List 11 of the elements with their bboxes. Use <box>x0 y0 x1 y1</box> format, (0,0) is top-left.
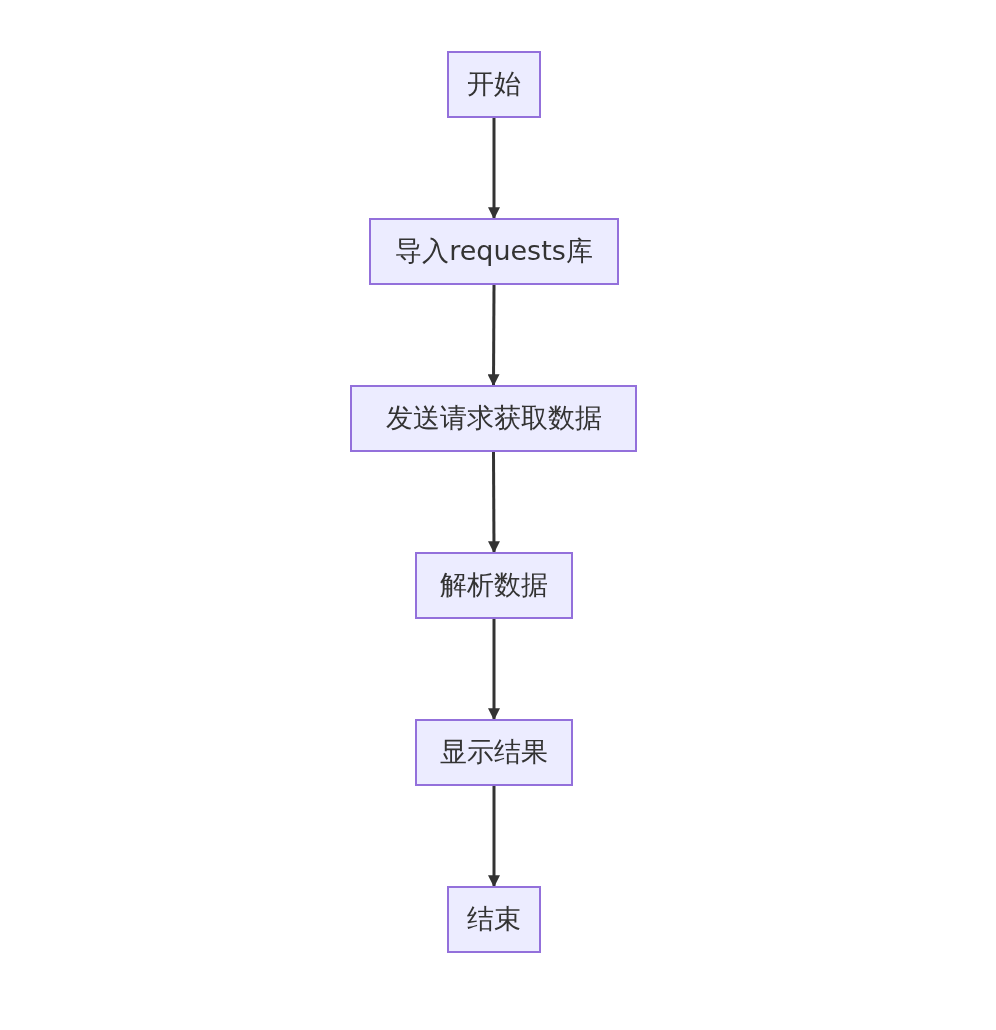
arrow <box>488 786 500 888</box>
process-box: 开始 <box>447 51 541 118</box>
arrow <box>487 285 500 387</box>
arrow <box>488 118 500 220</box>
arrow <box>487 452 500 554</box>
process-box: 解析数据 <box>415 552 573 619</box>
process-box: 导入requests库 <box>369 218 619 285</box>
process-box: 发送请求获取数据 <box>350 385 637 452</box>
arrow <box>488 619 500 721</box>
process-box: 结束 <box>447 886 541 953</box>
process-box: 显示结果 <box>415 719 573 786</box>
